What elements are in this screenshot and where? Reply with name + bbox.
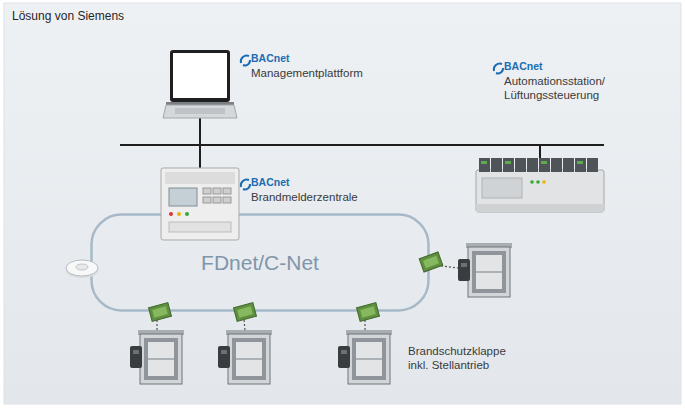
automation-station-picture	[536, 180, 540, 184]
automation-station-picture	[476, 158, 604, 212]
automation-station-picture	[539, 158, 550, 172]
fire-panel-picture	[213, 188, 221, 194]
text-holder: BACnet	[251, 176, 401, 189]
automation-station-picture	[577, 161, 583, 164]
automation-station-picture	[575, 158, 586, 172]
fire-panel-picture	[223, 197, 231, 203]
fire-damper-picture	[458, 243, 512, 297]
automation-station-picture	[530, 180, 534, 184]
text-holder: BACnet	[504, 60, 644, 73]
automation-station-picture	[587, 158, 598, 172]
text-holder: FDnet/C-Net	[90, 213, 430, 312]
automation-station-picture	[515, 158, 526, 172]
bus-module	[234, 303, 257, 322]
fire-damper-picture	[218, 330, 272, 384]
automation-station-picture	[481, 161, 487, 164]
bacnet-logo	[241, 56, 249, 63]
bus-module	[419, 252, 443, 272]
fire-damper-picture	[338, 330, 392, 384]
automation-station-picture	[542, 180, 546, 184]
bacnet-logo	[494, 64, 502, 71]
bus-module	[149, 303, 172, 322]
protocol-label: BACnet	[504, 60, 644, 73]
device-label: Automationsstation/ Lüftungssteuerung	[504, 74, 626, 102]
device-label: Brandmelderzentrale	[251, 190, 411, 204]
bus-module	[423, 256, 439, 268]
module-wire	[441, 266, 458, 268]
text-holder: Managementplattform	[251, 66, 411, 80]
fire-damper-picture	[130, 330, 184, 384]
bacnet-connector	[200, 118, 540, 158]
automation-station-picture	[476, 204, 604, 212]
bacnet-logo	[241, 56, 250, 66]
laptop-picture	[173, 53, 227, 98]
ring-line	[92, 215, 429, 311]
laptop-picture	[163, 105, 237, 118]
protocol-label: BACnet	[251, 52, 401, 65]
fire-panel-picture	[213, 197, 221, 203]
automation-station-picture	[482, 178, 522, 198]
protocol-label: BACnet	[251, 176, 401, 189]
bus-module	[357, 303, 380, 322]
text-holder: Brandschutzklappe inkl. Stellantrieb	[408, 344, 526, 372]
fire-panel-picture	[203, 188, 211, 194]
device-label: Brandschutzklappe inkl. Stellantrieb	[408, 344, 526, 372]
fire-panel-picture	[161, 168, 239, 240]
device-label: Managementplattform	[251, 66, 411, 80]
bus-module	[357, 303, 380, 322]
fire-panel-picture	[161, 168, 239, 240]
fire-panel-picture	[165, 172, 235, 184]
fire-panel-picture	[177, 212, 181, 216]
bus-module	[360, 306, 376, 317]
automation-station-picture	[541, 161, 547, 164]
bus-module	[234, 303, 257, 322]
fire-panel-picture	[203, 197, 211, 203]
bacnet-logo	[241, 180, 249, 187]
fire-panel-picture	[223, 188, 231, 194]
laptop-picture	[170, 50, 230, 102]
text-holder: Brandmelderzentrale	[251, 190, 411, 204]
fire-panel-picture	[169, 188, 197, 206]
laptop-picture	[175, 108, 225, 114]
smoke-detector	[66, 260, 98, 278]
bus-module	[149, 303, 172, 322]
bacnet-logo	[243, 184, 250, 189]
bacnet-logo	[496, 68, 503, 73]
automation-station-picture	[563, 158, 574, 172]
fire-panel-picture	[169, 212, 173, 216]
automation-station-picture	[505, 161, 511, 164]
fdnet-ring: FDnet/C-Net	[90, 213, 430, 312]
bacnet-bus	[120, 144, 604, 146]
module-wire	[156, 320, 157, 330]
smoke-detector	[76, 264, 88, 270]
bus-module	[419, 252, 443, 272]
text-holder: BACnet	[251, 52, 401, 65]
background-panel	[4, 3, 681, 404]
bacnet-logo	[241, 180, 250, 190]
bus-module	[152, 306, 168, 317]
fire-panel-picture	[169, 222, 231, 232]
module-wire	[244, 320, 245, 330]
diagram-title: Lösung von Siemens	[12, 9, 124, 23]
laptop-picture	[163, 50, 237, 118]
automation-station-picture	[527, 158, 538, 172]
automation-station-picture	[503, 158, 514, 172]
network-label: FDnet/C-Net	[201, 251, 319, 275]
automation-station-picture	[491, 158, 502, 172]
bus-module	[237, 306, 253, 317]
smoke-detector	[66, 260, 98, 276]
automation-station-picture	[551, 158, 562, 172]
automation-station-picture	[476, 170, 604, 212]
fire-panel-picture	[185, 212, 189, 216]
text-holder: Automationsstation/ Lüftungssteuerung	[504, 74, 626, 102]
bacnet-logo	[243, 60, 250, 65]
bacnet-logo	[494, 64, 503, 74]
automation-station-picture	[479, 158, 490, 172]
